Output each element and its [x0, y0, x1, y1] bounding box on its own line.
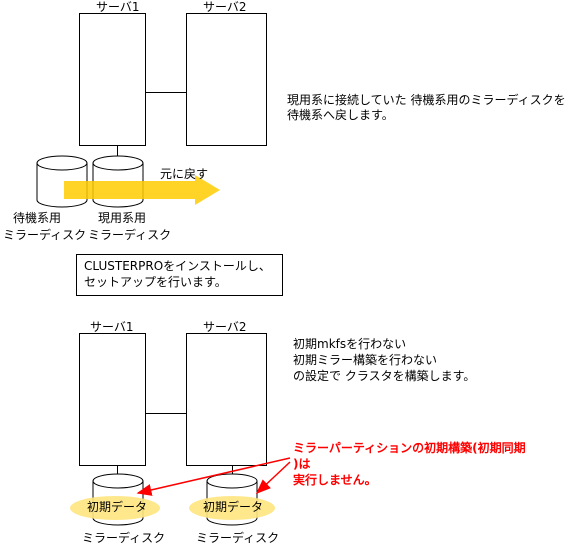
initial-data-highlight-1: [70, 496, 160, 520]
standby-disk-label-line2: ミラーディスク: [3, 228, 87, 242]
return-arrow-label: 元に戻す: [160, 167, 209, 181]
bottom-server1-label: サーバ1: [90, 320, 134, 334]
return-arrow-icon: [64, 175, 220, 205]
top-server2-label: サーバ2: [203, 0, 247, 14]
bottom-server2-box: [186, 333, 267, 466]
top-server1-label: サーバ1: [96, 0, 140, 14]
active-disk-label-line1: 現用系用: [98, 211, 147, 225]
instruction-line1: CLUSTERPROをインストールし、: [84, 259, 271, 273]
disk2-initial-data-label: 初期データ: [203, 500, 264, 514]
red-arrow-to-disk1: [136, 457, 291, 496]
standby-disk-label-line1: 待機系用: [13, 211, 62, 225]
initial-data-highlight-2: [189, 496, 275, 520]
instruction-box: [76, 254, 283, 296]
top-description-line2: 待機系へ戻します。: [287, 108, 394, 122]
top-server1-box: [79, 13, 146, 146]
warning-note-line3: 実行しません。: [293, 473, 377, 487]
warning-note-line2: )は: [293, 457, 311, 471]
bottom-description-line3: の設定で クラスタを構築します。: [293, 369, 476, 383]
top-server2-box: [186, 13, 267, 146]
warning-note-line1: ミラーパーティションの初期構築(初期同期: [293, 441, 526, 455]
red-arrow-to-disk2: [255, 461, 291, 495]
bottom-description-line1: 初期mkfsを行わない: [293, 337, 407, 351]
disk1-initial-data-label: 初期データ: [87, 500, 148, 514]
disk1-mirror-label: ミラーディスク: [82, 531, 166, 545]
instruction-line2: セットアップを行います。: [84, 275, 227, 289]
bottom-server1-box: [79, 333, 146, 466]
active-disk-label-line2: ミラーディスク: [88, 228, 172, 242]
disk2-mirror-label: ミラーディスク: [196, 531, 280, 545]
bottom-description-line2: 初期ミラー構築を行わない: [293, 353, 438, 367]
bottom-server2-label: サーバ2: [203, 320, 247, 334]
top-description-line1: 現用系に接続していた 待機系用のミラーディスクを: [287, 93, 566, 107]
